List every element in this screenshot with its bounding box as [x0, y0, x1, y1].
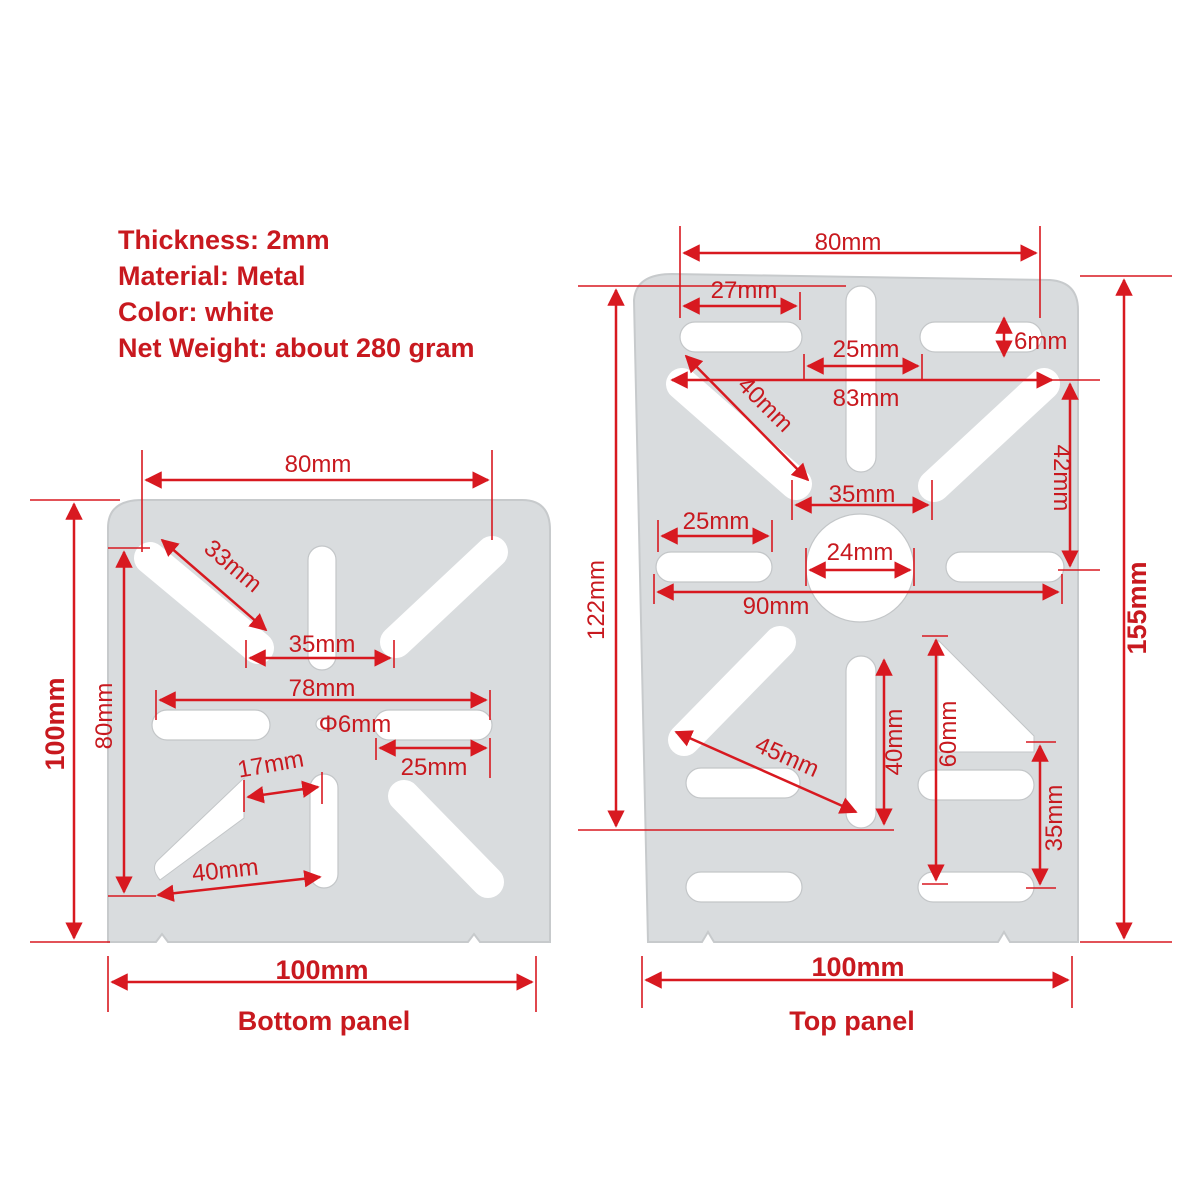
top-slot-diag-ll — [668, 626, 796, 756]
top-dim-span-90: 90mm — [743, 593, 810, 620]
top-slot-lower-center — [845, 655, 877, 829]
bottom-slot-diag-ur — [380, 536, 508, 658]
top-slot-diag-ur — [918, 368, 1060, 502]
bottom-slot-lower-right — [388, 780, 504, 898]
top-slot-low-left — [685, 767, 801, 799]
top-dim-span-83: 83mm — [833, 385, 900, 412]
spec-thickness: Thickness: 2mm — [118, 225, 330, 255]
bottom-slot-lower-center — [309, 773, 339, 889]
bottom-center-hole — [315, 717, 329, 731]
top-dim-width: 80mm — [815, 229, 882, 256]
dim-arrow — [246, 780, 320, 804]
top-dim-slot-height: 6mm — [1014, 328, 1067, 355]
top-slot-bottom-left — [685, 871, 803, 903]
top-slot-upper-left — [679, 321, 803, 353]
bottom-dim-base-width: 100mm — [275, 955, 368, 985]
top-dim-center-gap: 25mm — [833, 336, 900, 363]
top-dim-top-slot: 27mm — [711, 277, 778, 304]
bottom-dim-inner-gap: 35mm — [289, 631, 356, 658]
top-dim-left-slot: 25mm — [683, 508, 750, 535]
bottom-dim-mid-span: 78mm — [289, 675, 356, 702]
bottom-dim-side-slot: 25mm — [401, 754, 468, 781]
dim-arrow — [684, 354, 810, 482]
bottom-dim-hole: Φ6mm — [319, 711, 391, 738]
top-dim-gap-35: 35mm — [829, 481, 896, 508]
spec-material: Material: Metal — [118, 261, 306, 291]
top-dim-vert-60: 60mm — [935, 701, 962, 768]
dim-arrow — [156, 870, 322, 902]
spec-color: Color: white — [118, 297, 274, 327]
top-slot-mid-right — [945, 551, 1065, 583]
dim-arrow — [674, 730, 858, 814]
spec-list: Thickness: 2mm Material: Metal Color: wh… — [118, 222, 475, 366]
spec-weight: Net Weight: about 280 gram — [118, 333, 475, 363]
bottom-slot-top-center — [307, 545, 337, 671]
bottom-panel: 80mm 33mm 35mm 78mm Φ6mm 25mm 17mm 40mm — [30, 450, 551, 1036]
bottom-slot-left — [151, 709, 271, 741]
bottom-dim-width: 80mm — [285, 451, 352, 478]
top-center-circle — [805, 513, 915, 623]
top-dim-circle: 24mm — [827, 539, 894, 566]
top-panel: 80mm 27mm 6mm 25mm 83mm 40mm 42mm 35mm — [578, 226, 1172, 1036]
top-dim-height-155: 155mm — [1122, 561, 1152, 654]
bottom-dim-height-outer: 100mm — [40, 677, 70, 770]
top-panel-caption: Top panel — [789, 1006, 915, 1036]
dim-arrow — [160, 538, 268, 632]
bottom-panel-caption: Bottom panel — [238, 1006, 411, 1036]
top-dim-right-42: 42mm — [1048, 445, 1075, 512]
top-dim-vert-40: 40mm — [881, 709, 908, 776]
bottom-dim-height-inner: 80mm — [91, 683, 118, 750]
bottom-slot-right — [373, 709, 493, 741]
top-dim-height-122: 122mm — [583, 560, 610, 640]
top-slot-mid-left — [655, 551, 773, 583]
top-slot-bottom-right — [917, 871, 1035, 903]
top-dim-vert-35: 35mm — [1041, 785, 1068, 852]
top-dim-base-width: 100mm — [811, 952, 904, 982]
